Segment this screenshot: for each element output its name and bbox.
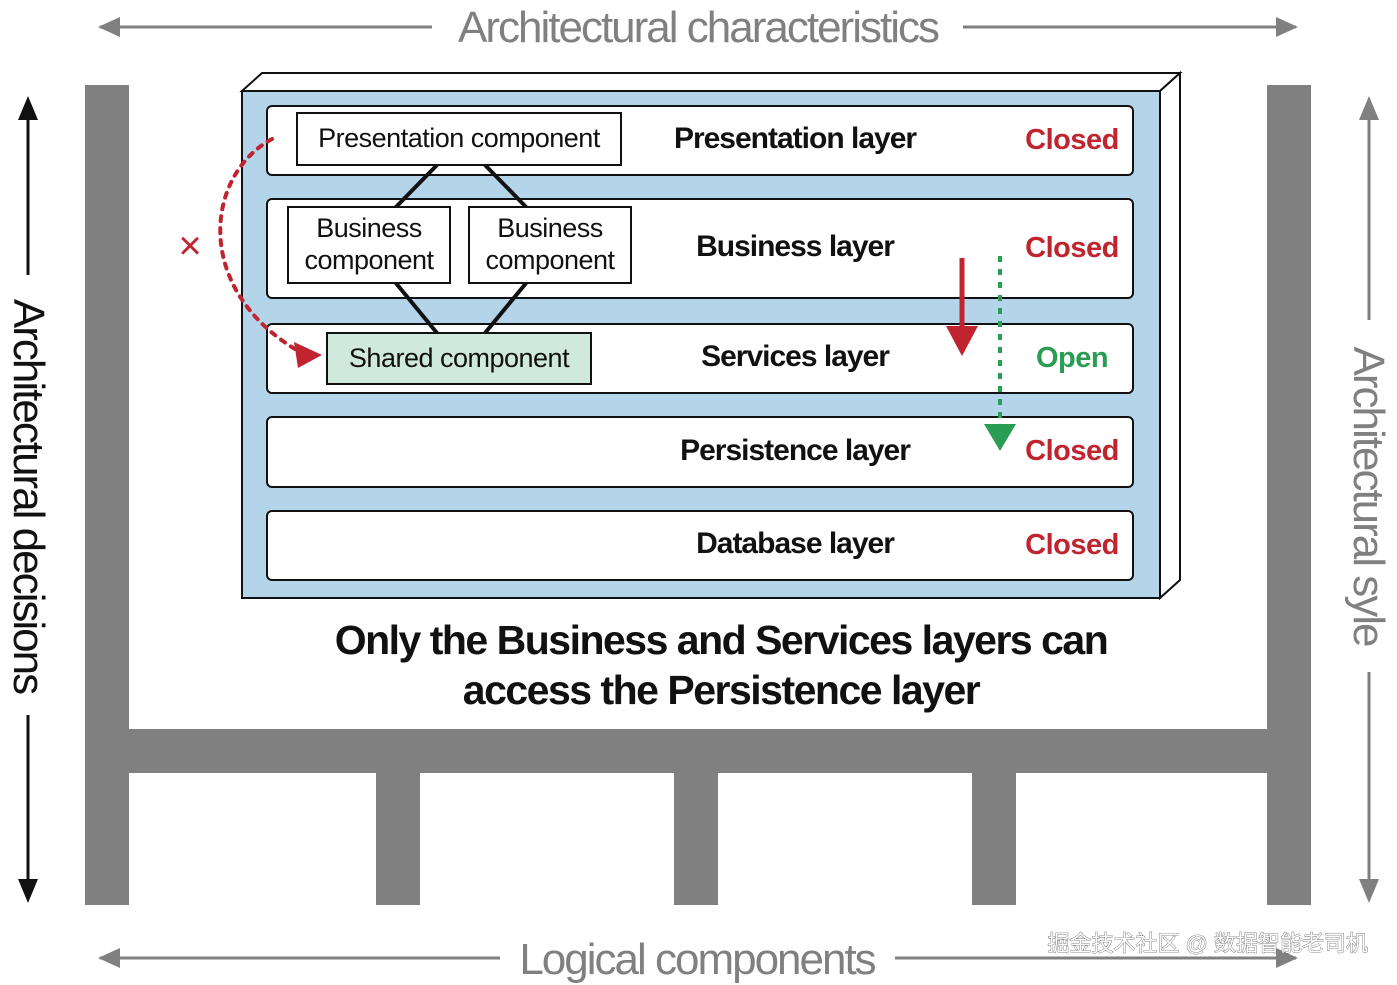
persistence-layer-bar	[266, 416, 1134, 488]
bottom-axis: Logical components	[98, 935, 1298, 984]
business-component-2-label-line2: component	[485, 245, 615, 275]
watermark: 掘金技术社区 @ 数据智能老司机	[1047, 931, 1368, 956]
left-arrowhead-icon	[98, 948, 120, 968]
business-component-2-box	[468, 206, 632, 284]
support-post-1	[376, 729, 420, 905]
top-axis-label: Architectural characteristics	[458, 3, 939, 52]
shared-component-box	[326, 332, 592, 385]
database-layer-label: Database layer	[696, 527, 895, 560]
business-component-1-label-line1: Business	[316, 213, 422, 243]
right-axis: Architectural syle	[1344, 96, 1393, 903]
down-arrowhead-icon	[18, 879, 38, 903]
persistence-layer-label: Persistence layer	[680, 434, 911, 467]
presentation-layer-status: Closed	[1025, 124, 1119, 156]
left-pillar	[85, 85, 129, 905]
open-bypass-arrow	[984, 256, 1016, 451]
box-top-face	[239, 72, 1183, 92]
services-layer-label: Services layer	[701, 340, 890, 373]
structure-frame	[85, 85, 1311, 905]
database-layer-bar	[266, 510, 1134, 581]
presentation-component-label: Presentation component	[318, 123, 601, 153]
right-arrowhead-icon	[1276, 17, 1298, 37]
closed-flow-arrow	[946, 258, 978, 356]
bottom-axis-label: Logical components	[519, 935, 875, 984]
presentation-layer-label: Presentation layer	[674, 122, 917, 155]
right-axis-label: Architectural syle	[1344, 346, 1393, 646]
down-arrowhead-icon	[1359, 879, 1379, 903]
database-layer-status: Closed	[1025, 529, 1119, 561]
blocked-x-icon: ×	[178, 224, 201, 268]
up-arrowhead-icon	[1359, 96, 1379, 120]
left-axis: Architectural decisions	[4, 96, 53, 903]
business-component-1-label-line2: component	[304, 245, 434, 275]
caption-line-1: Only the Business and Services layers ca…	[335, 617, 1108, 663]
top-axis: Architectural characteristics	[98, 3, 1298, 52]
box-side-face	[1159, 70, 1181, 601]
business-layer-label: Business layer	[696, 230, 895, 263]
component-connectors	[393, 163, 529, 335]
business-component-2-label-line1: Business	[497, 213, 603, 243]
green-down-arrowhead-icon	[984, 424, 1016, 451]
presentation-component-box	[296, 112, 622, 166]
caption-line-2: access the Persistence layer	[463, 667, 981, 713]
layered-box: Presentation layer Business layer Servic…	[178, 70, 1183, 601]
business-layer-status: Closed	[1025, 232, 1119, 264]
blocked-access-arrow: ×	[178, 137, 322, 368]
shared-component-label: Shared component	[349, 343, 570, 373]
right-arrowhead-icon	[1276, 948, 1298, 968]
support-post-3	[972, 729, 1016, 905]
left-axis-label: Architectural decisions	[4, 299, 53, 694]
persistence-layer-status: Closed	[1025, 435, 1119, 467]
up-arrowhead-icon	[18, 96, 38, 120]
services-layer-status: Open	[1036, 342, 1108, 374]
left-arrowhead-icon	[98, 17, 120, 37]
red-arrowhead-icon	[294, 342, 322, 368]
red-down-arrowhead-icon	[946, 326, 978, 356]
support-post-2	[674, 729, 718, 905]
right-pillar	[1267, 85, 1311, 905]
business-component-1-box	[287, 206, 451, 284]
